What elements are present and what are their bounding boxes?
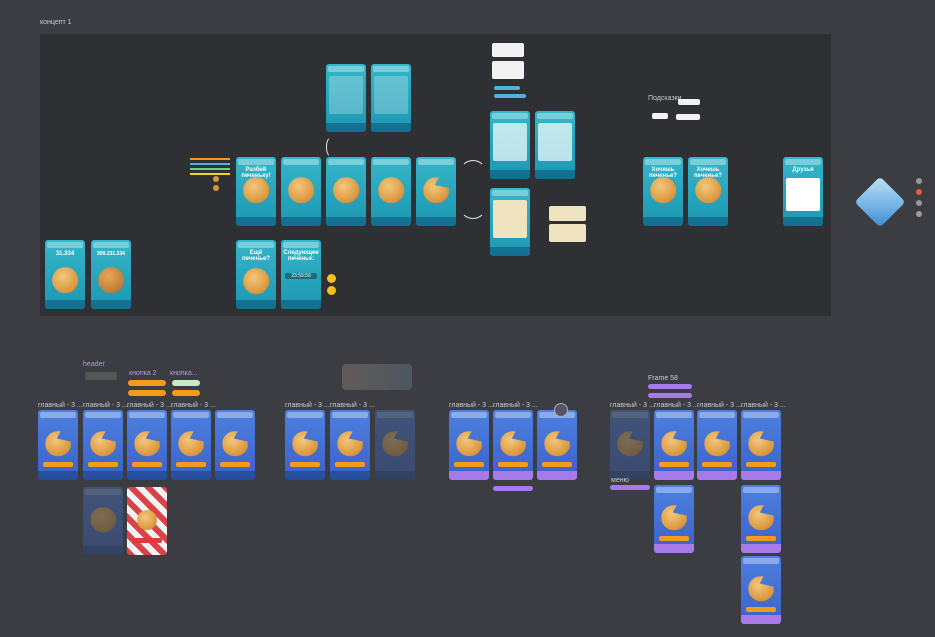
blue-screen-12[interactable] xyxy=(697,410,737,480)
blue-screen-15[interactable] xyxy=(741,485,781,553)
frame-title-9[interactable]: главный - 3 ... xyxy=(610,402,655,409)
timer: 23:59:59 xyxy=(285,273,317,280)
screen-grid-1[interactable] xyxy=(326,64,366,132)
screen-score-small[interactable]: 31.334 xyxy=(45,240,85,309)
screen-friends[interactable]: Друзья xyxy=(783,157,823,226)
frame-58-label[interactable]: Frame 58 xyxy=(648,375,678,382)
picnic-screen[interactable] xyxy=(127,487,167,555)
blue-screen-dim-1[interactable] xyxy=(83,487,123,555)
blue-screen-9[interactable] xyxy=(493,410,533,480)
purple-nav-1[interactable] xyxy=(493,486,533,491)
blue-screen-7[interactable] xyxy=(330,410,370,480)
hints-label: Подсказки xyxy=(648,95,682,102)
hint-3 xyxy=(676,114,700,120)
screen-prediction-3[interactable] xyxy=(490,188,530,256)
want-cookie-text: Хочешь печенье? xyxy=(649,166,677,179)
color-legend xyxy=(190,158,230,175)
frame-title-11[interactable]: главный - 3 ... xyxy=(697,402,742,409)
blue-screen-3[interactable] xyxy=(127,410,167,480)
green-button-1[interactable] xyxy=(172,380,200,386)
cookie-box-illustration xyxy=(342,364,412,390)
blue-screen-11[interactable] xyxy=(654,410,694,480)
blue-screen-4[interactable] xyxy=(171,410,211,480)
orange-button-1[interactable] xyxy=(128,380,166,386)
menu-label[interactable]: меню xyxy=(611,477,629,484)
friends-title: Друзья xyxy=(792,166,814,173)
frame-title-6[interactable]: главный - 3 ... xyxy=(330,402,375,409)
note-paper-1 xyxy=(549,206,586,221)
blue-screen-6[interactable] xyxy=(285,410,325,480)
blue-screen-1[interactable] xyxy=(38,410,78,480)
blue-screen-14[interactable] xyxy=(654,485,694,553)
new-cookie-text: Следующее печенье: xyxy=(283,249,319,262)
screen-prediction-2[interactable] xyxy=(535,111,575,179)
screen-timer[interactable]: Следующее печенье: 23:59:59 xyxy=(281,240,321,309)
screen-right-1[interactable]: Хочешь печенье? xyxy=(643,157,683,226)
blue-screen-8[interactable] xyxy=(449,410,489,480)
blue-screen-10[interactable] xyxy=(537,410,577,480)
coin-icons xyxy=(327,274,336,295)
blue-screen-dim-2[interactable] xyxy=(375,410,415,480)
purple-nav-2[interactable] xyxy=(648,384,692,389)
screen-more[interactable]: Ещё печенье? xyxy=(236,240,276,309)
frame-title-10[interactable]: главный - 3 ... xyxy=(654,402,699,409)
note-1 xyxy=(492,43,524,57)
concept-label[interactable]: концепт 1 xyxy=(40,19,72,26)
note-2 xyxy=(492,61,524,79)
screen-prediction-1[interactable] xyxy=(490,111,530,179)
frame-title-4[interactable]: главный - 3 ... xyxy=(171,402,216,409)
orange-button-3[interactable] xyxy=(172,390,200,396)
screen-score-large[interactable]: 999.231.334 xyxy=(91,240,131,309)
screen-cookie-4[interactable] xyxy=(371,157,411,226)
frame-title-3[interactable]: главный - 3 ... xyxy=(127,402,172,409)
app-logo xyxy=(854,176,906,228)
want-cookie-text-2: Хочешь печенье? xyxy=(694,166,722,179)
user-avatar[interactable] xyxy=(554,403,568,417)
blue-screen-dim-3[interactable] xyxy=(610,410,650,480)
frame-title-2[interactable]: главный - 3 ... xyxy=(83,402,128,409)
blue-screen-13[interactable] xyxy=(741,410,781,480)
screen-start[interactable]: Разбей печеньку! xyxy=(236,157,276,226)
screen-cookie-2[interactable] xyxy=(281,157,321,226)
arrow-up xyxy=(326,136,338,158)
frame-title-5[interactable]: главный - 3 ... xyxy=(285,402,330,409)
pill-blue-1[interactable] xyxy=(494,86,520,90)
button-short-component-label[interactable]: кнопка... xyxy=(170,370,198,377)
button2-component-label[interactable]: кнопка 2 xyxy=(129,370,157,377)
frame-title-8[interactable]: главный - 3 ... xyxy=(493,402,538,409)
arrow-right-up xyxy=(460,160,486,184)
header-component-label[interactable]: header xyxy=(83,361,105,368)
hint-1 xyxy=(678,99,700,105)
score-large-text: 999.231.334 xyxy=(97,251,125,258)
welcome-text: Разбей печеньку! xyxy=(241,166,271,179)
side-toolbar xyxy=(916,178,922,217)
blue-screen-2[interactable] xyxy=(83,410,123,480)
orange-button-2[interactable] xyxy=(128,390,166,396)
frame-title-1[interactable]: главный - 3 ... xyxy=(38,402,83,409)
small-cookie-icons xyxy=(213,176,219,191)
purple-nav-4[interactable] xyxy=(610,485,650,490)
screen-cookie-3[interactable] xyxy=(326,157,366,226)
frame-title-12[interactable]: главный - 3 ... xyxy=(741,402,786,409)
blue-screen-16[interactable] xyxy=(741,556,781,624)
pill-blue-2[interactable] xyxy=(494,94,526,98)
frame-title-7[interactable]: главный - 3 ... xyxy=(449,402,494,409)
purple-nav-3[interactable] xyxy=(648,393,692,398)
score-small-text: 31.334 xyxy=(55,251,75,258)
header-component xyxy=(85,372,117,380)
arrow-right-down xyxy=(460,195,486,219)
more-text: Ещё печенье? xyxy=(242,249,270,262)
hint-2 xyxy=(652,113,668,119)
screen-right-2[interactable]: Хочешь печенье? xyxy=(688,157,728,226)
screen-cookie-broken[interactable] xyxy=(416,157,456,226)
blue-screen-5[interactable] xyxy=(215,410,255,480)
screen-grid-2[interactable] xyxy=(371,64,411,132)
note-paper-2 xyxy=(549,224,586,242)
